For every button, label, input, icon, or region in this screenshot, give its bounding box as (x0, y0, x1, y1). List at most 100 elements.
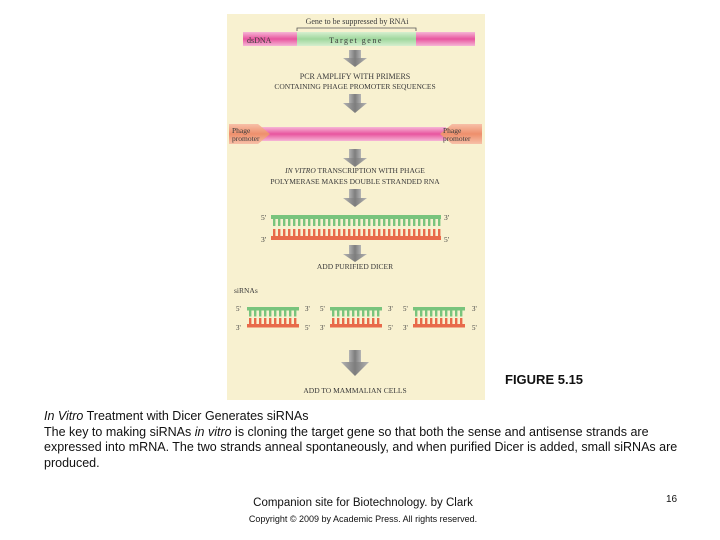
base-pair-tick (428, 219, 431, 226)
caption-body-part2: is cloning the target gene so that both … (44, 424, 678, 470)
base-pair-tick (413, 219, 416, 226)
down-arrow-1 (343, 50, 367, 67)
figure-number: FIGURE 5.15 (505, 372, 584, 387)
base-pair-tick (408, 219, 411, 226)
figure-caption: In Vitro Treatment with Dicer Generates … (44, 409, 684, 471)
base-pair-tick (373, 229, 376, 236)
base-pair-tick (298, 219, 301, 226)
copyright-text: Copyright © 2009 by Academic Press. All … (248, 514, 478, 524)
base-pair-tick (348, 229, 351, 236)
step3-label: ADD PURIFIED DICER (317, 262, 393, 271)
base-pair-tick (352, 318, 355, 324)
base-pair-tick (332, 318, 335, 324)
base-pair-tick (343, 219, 346, 226)
base-pair-tick (398, 219, 401, 226)
base-pair-tick (328, 229, 331, 236)
step4-label: ADD TO MAMMALIAN CELLS (303, 386, 406, 395)
sirna3-3prime-top: 3' (472, 305, 477, 313)
base-pair-tick (428, 229, 431, 236)
base-pair-tick (377, 310, 380, 317)
step1-line2: CONTAINING PHAGE PROMOTER SEQUENCES (274, 82, 435, 91)
sirna3-5prime-bottom: 5' (472, 324, 477, 332)
base-pair-tick (363, 229, 366, 236)
promoter-left-line2: promoter (232, 134, 260, 143)
base-pair-tick (455, 310, 458, 317)
base-pair-tick (269, 310, 272, 317)
sirna2-5prime-bottom: 5' (388, 324, 393, 332)
base-pair-tick (362, 310, 365, 317)
down-arrow-2 (343, 94, 367, 113)
base-pair-tick (440, 310, 443, 317)
base-pair-tick (425, 310, 428, 317)
base-pair-tick (337, 310, 340, 317)
base-pair-tick (284, 310, 287, 317)
base-pair-tick (328, 219, 331, 226)
sirna1-3prime-top: 3' (305, 305, 310, 313)
base-pair-tick (415, 310, 418, 317)
base-pair-tick (398, 229, 401, 236)
base-pair-tick (433, 219, 436, 226)
base-pair-tick (313, 219, 316, 226)
page-number: 16 (666, 494, 678, 505)
target-gene-label: Target gene (329, 36, 383, 45)
base-pair-tick (283, 229, 286, 236)
base-pair-tick (460, 310, 463, 317)
down-arrow-6 (341, 350, 369, 376)
base-pair-tick (413, 229, 416, 236)
step2-line2: POLYMERASE MAKES DOUBLE STRANDED RNA (270, 177, 440, 186)
base-pair-tick (308, 219, 311, 226)
base-pair-tick (288, 229, 291, 236)
sirna2-5prime-top: 5' (320, 305, 325, 313)
caption-title-rest: Treatment with Dicer Generates siRNAs (83, 409, 309, 423)
promoter-right (440, 124, 482, 144)
base-pair-tick (418, 219, 421, 226)
sirnas-label: siRNAs (234, 286, 258, 295)
base-pair-tick (303, 229, 306, 236)
base-pair-tick (342, 310, 345, 317)
caption-body-part1: The key to making siRNAs (44, 424, 195, 439)
base-pair-tick (283, 219, 286, 226)
base-pair-tick (318, 219, 321, 226)
base-pair-tick (338, 219, 341, 226)
base-pair-tick (313, 229, 316, 236)
base-pair-tick (367, 310, 370, 317)
base-pair-tick (373, 219, 376, 226)
caption-title: In Vitro Treatment with Dicer Generates … (44, 409, 684, 425)
base-pair-tick (274, 318, 277, 324)
base-pair-tick (445, 310, 448, 317)
base-pair-tick (264, 310, 267, 317)
dsdna-label: dsDNA (247, 36, 272, 45)
companion-site-credit: Companion site for Biotechnology. by Cla… (0, 497, 720, 509)
base-pair-tick (393, 229, 396, 236)
base-pair-tick (259, 310, 262, 317)
base-pair-tick (284, 318, 287, 324)
base-pair-tick (279, 310, 282, 317)
sirna3-5prime-top: 5' (403, 305, 408, 313)
base-pair-tick (332, 310, 335, 317)
promoter-right-line2: promoter (443, 134, 471, 143)
base-pair-tick (445, 318, 448, 324)
sirna-fragment-1 (247, 307, 299, 328)
sirna2-3prime-bottom: 3' (320, 324, 325, 332)
base-pair-tick (455, 318, 458, 324)
down-arrow-4 (343, 189, 367, 207)
base-pair-tick (357, 310, 360, 317)
base-pair-tick (372, 310, 375, 317)
base-pair-tick (440, 318, 443, 324)
rnai-diagram: Gene to be suppressed by RNAi dsDNA Targ… (227, 14, 485, 400)
base-pair-tick (352, 310, 355, 317)
base-pair-tick (435, 310, 438, 317)
sirna1-3prime-bottom: 3' (236, 324, 241, 332)
base-pair-tick (303, 219, 306, 226)
base-pair-tick (288, 219, 291, 226)
base-pair-tick (438, 229, 441, 236)
base-pair-tick (358, 229, 361, 236)
base-pair-tick (372, 318, 375, 324)
base-pair-tick (293, 219, 296, 226)
dsrna-3prime-bottom: 3' (261, 235, 267, 244)
base-pair-tick (438, 219, 441, 226)
base-pair-tick (278, 219, 281, 226)
base-pair-tick (415, 318, 418, 324)
pcr-product-bar (262, 127, 446, 141)
base-pair-tick (450, 310, 453, 317)
